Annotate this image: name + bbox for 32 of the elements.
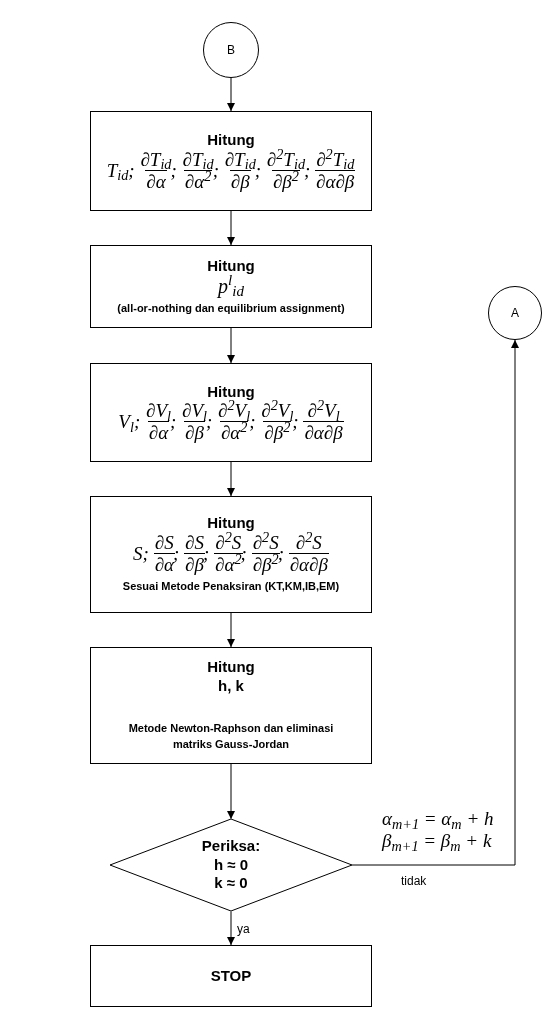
process-box [90,647,372,764]
process-box [90,245,372,328]
process-box [90,111,372,211]
node-label: h ≈ 0 [212,855,250,875]
process-box [90,496,372,613]
arrow [227,910,235,946]
node-label: h, k [217,677,245,696]
arrow [227,327,235,364]
process-box [90,945,372,1007]
node-label: Hitung [206,131,256,150]
arrow [227,461,235,497]
node-label: Hitung [206,514,256,533]
node-label: STOP [209,966,253,986]
arrow [227,612,235,648]
update-formula: β$_{m+1}$ = β$_{m}$ + k [382,830,493,852]
node-label: Hitung [206,382,256,401]
node-label: Hitung [206,256,256,276]
decision-diamond [110,819,352,911]
node-label: Periksa: [200,836,262,856]
node-label: B [226,42,236,59]
update-formula: α$_{m+1}$ = α$_{m}$ + h [382,808,494,830]
arrow [227,77,235,112]
arrow [227,210,235,246]
node-label: k ≈ 0 [213,874,249,894]
node-label: A [510,305,520,322]
process-box [90,363,372,462]
note-text: Metode Newton-Raphson dan eliminasi matriks Gauss-Jordan [127,720,335,753]
arrow [351,339,519,866]
node-label: Hitung [206,658,256,677]
note-text: (all-or-nothing dan equilibrium assignment) [116,300,346,316]
arrow [227,763,235,820]
note-text: Sesuai Metode Penaksiran (KT,KM,IB,EM) [121,579,341,595]
